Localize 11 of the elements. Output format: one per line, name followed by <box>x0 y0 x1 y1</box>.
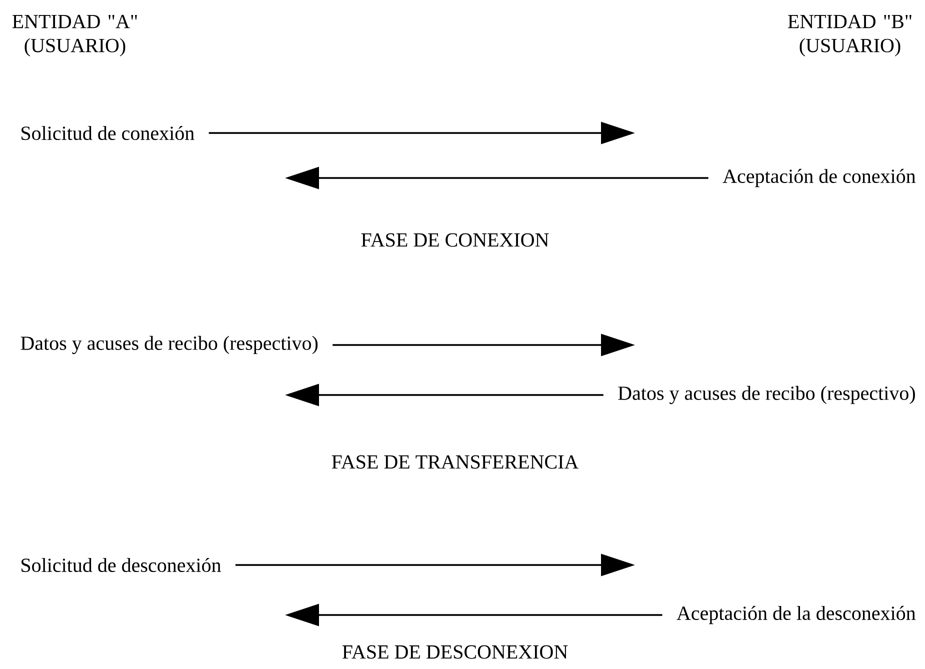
message-text: Aceptación de conexión <box>722 168 916 188</box>
message-text: Aceptación de la desconexión <box>676 606 916 624</box>
message-text: Solicitud de conexión <box>22 126 194 140</box>
phase-label: FASE DE DESCONEXION <box>342 645 568 659</box>
phase-label: FASE DE TRANSFERENCIA <box>332 455 579 469</box>
phase-label: FASE DE CONEXION <box>361 233 549 247</box>
entity-heading: ENTIDAD "B" (USUARIO) <box>788 14 912 56</box>
message-text: Datos y acuses de recibo (respectivo) <box>618 386 915 404</box>
message-text: Solicitud de desconexión <box>22 558 221 572</box>
entity-heading: ENTIDAD "A" (USUARIO) <box>12 14 137 56</box>
message-text: Datos y acuses de recibo (respectivo) <box>20 336 318 354</box>
